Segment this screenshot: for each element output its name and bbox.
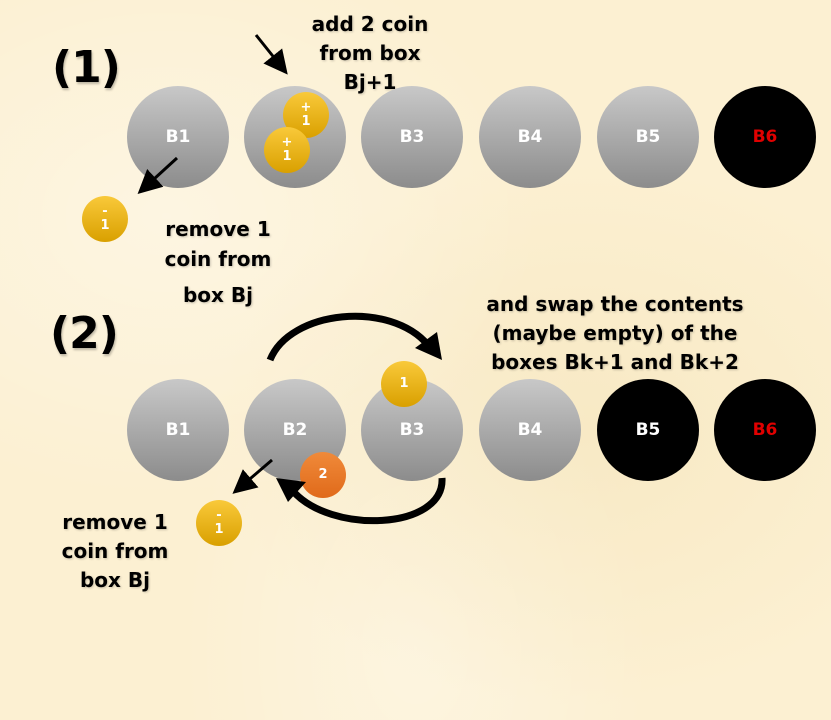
step2-box-b6: B6 <box>714 379 816 481</box>
swap-arrowhead-icon <box>415 332 442 360</box>
step2-coin-minus-1: - 1 <box>196 500 242 546</box>
caption-line: coin from <box>164 247 272 271</box>
caption-line: box Bj <box>79 568 151 592</box>
caption-line: remove 1 <box>165 217 271 241</box>
caption-line: and swap the contents <box>486 292 744 316</box>
caption-line: add 2 coin <box>311 12 429 36</box>
add-coins-caption: add 2 coin from box Bj+1 <box>290 10 450 97</box>
caption-line: remove 1 <box>62 510 168 534</box>
step1-coin-minus-1: - 1 <box>82 196 128 242</box>
step1-box-b3: B3 <box>361 86 463 188</box>
box-label: B3 <box>399 127 425 147</box>
step2-box-b1: B1 <box>127 379 229 481</box>
step-2-label: (2) <box>50 308 119 359</box>
step2-coin-1-gold: 1 <box>381 361 427 407</box>
box-label: B1 <box>165 420 191 440</box>
swap-caption: and swap the contents (maybe empty) of t… <box>470 290 760 377</box>
step1-coin-plus-1-lower: + 1 <box>264 127 310 173</box>
swap-arc-bottom-icon <box>289 477 446 525</box>
remove-arrow-icon <box>137 156 179 195</box>
step2-box-b5: B5 <box>597 379 699 481</box>
box-label: B5 <box>635 127 661 147</box>
coin-value: 1 <box>301 114 311 129</box>
add-arrow-icon <box>254 34 288 75</box>
box-label: B4 <box>517 127 543 147</box>
box-label: B1 <box>165 127 191 147</box>
step-1-label: (1) <box>52 42 121 93</box>
caption-line: coin from <box>61 539 169 563</box>
caption-line: from box <box>319 41 421 65</box>
step2-box-b4: B4 <box>479 379 581 481</box>
coin-value: 1 <box>399 376 409 391</box>
remove-arrow-icon <box>232 458 273 494</box>
box-label: B2 <box>282 420 308 440</box>
step1-box-b4: B4 <box>479 86 581 188</box>
coin-sign: - <box>102 204 108 219</box>
coin-sign: + <box>300 100 312 115</box>
swap-arrowhead-icon <box>276 478 306 502</box>
caption-line: (maybe empty) of the <box>492 321 738 345</box>
caption-line: box Bj <box>182 283 254 307</box>
coin-value: 1 <box>282 149 292 164</box>
caption-line: boxes Bk+1 and Bk+2 <box>491 350 739 374</box>
swap-arc-top-icon <box>266 312 431 362</box>
box-label: B6 <box>752 127 778 147</box>
step2-coin-2-orange: 2 <box>300 452 346 498</box>
step1-box-b5: B5 <box>597 86 699 188</box>
box-label: B6 <box>752 420 778 440</box>
coin-value: 1 <box>214 522 224 537</box>
coin-sign: - <box>216 508 222 523</box>
box-label: B5 <box>635 420 661 440</box>
step1-remove-caption: remove 1 coin from box Bj <box>148 214 288 310</box>
step2-remove-caption: remove 1 coin from box Bj <box>40 508 190 595</box>
box-label: B4 <box>517 420 543 440</box>
coin-sign: + <box>281 135 293 150</box>
step1-box-b6: B6 <box>714 86 816 188</box>
coin-value: 1 <box>100 218 110 233</box>
coin-value: 2 <box>318 467 328 482</box>
box-label: B3 <box>399 420 425 440</box>
caption-line: Bj+1 <box>343 70 397 94</box>
